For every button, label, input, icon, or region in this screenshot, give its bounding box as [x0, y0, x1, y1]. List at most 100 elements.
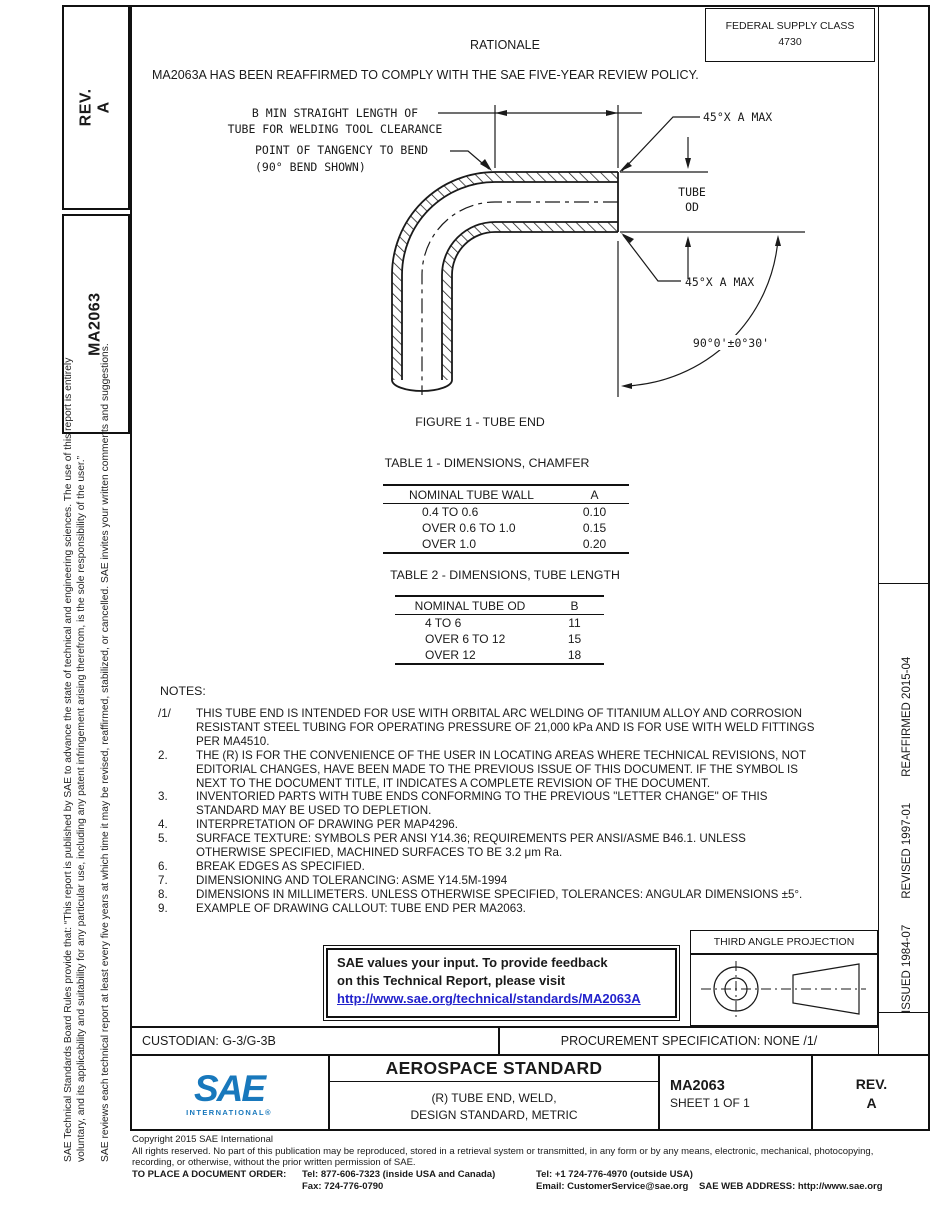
table1-r1c2: 0.10	[582, 505, 607, 519]
feedback-link[interactable]: http://www.sae.org/technical/standards/M…	[337, 991, 641, 1007]
sae-logo: SAE INTERNATIONAL®	[130, 1056, 330, 1131]
list-item: 8. DIMENSIONS IN MILLIMETERS. UNLESS OTH…	[158, 888, 858, 902]
standard-subtitle-line1: (R) TUBE END, WELD,	[431, 1091, 557, 1106]
main-frame	[130, 5, 930, 1131]
table1-r2c2: 0.15	[582, 521, 607, 535]
procurement-cell: PROCUREMENT SPECIFICATION: NONE /1/	[560, 1034, 818, 1048]
revision-history-strip: ISSUED 1984-07 REVISED 1997-01 REAFFIRME…	[885, 593, 929, 1013]
copyright-line2: All rights reserved. No part of this pub…	[132, 1145, 874, 1157]
table1-r3c1: OVER 1.0	[422, 537, 477, 551]
note-2-number: 2.	[158, 748, 168, 762]
label-chamfer-top: 45°X A MAX	[703, 110, 772, 124]
title-block: SAE INTERNATIONAL® AEROSPACE STANDARD (R…	[130, 1054, 930, 1131]
list-item: /1/ THIS TUBE END IS INTENDED FOR USE WI…	[158, 707, 858, 749]
label-tube: TUBE	[678, 185, 706, 199]
standard-subtitle-line2: DESIGN STANDARD, METRIC	[410, 1107, 578, 1122]
table1-r2c1: OVER 0.6 TO 1.0	[422, 521, 516, 535]
right-margin-strip: ISSUED 1984-07 REVISED 1997-01 REAFFIRME…	[878, 5, 930, 1054]
table-row: OVER 0.6 TO 1.0 0.15	[383, 520, 629, 536]
table2-r2c1: OVER 6 TO 12	[425, 632, 506, 646]
dimension-arrowheads	[480, 110, 781, 389]
rev-box: REV. A	[62, 5, 130, 210]
table1-r1c1: 0.4 TO 0.6	[422, 505, 479, 519]
order-label: TO PLACE A DOCUMENT ORDER:	[132, 1169, 287, 1181]
rationale-text: MA2063A HAS BEEN REAFFIRMED TO COMPLY WI…	[152, 68, 699, 82]
customer-email: Email: CustomerService@sae.org	[536, 1180, 689, 1192]
note-2-text: THE (R) IS FOR THE CONVENIENCE OF THE US…	[196, 748, 807, 790]
label-tangency-line2: (90° BEND SHOWN)	[255, 160, 366, 174]
table-row: OVER 1.0 0.20	[383, 536, 629, 552]
table1: NOMINAL TUBE WALL A 0.4 TO 0.6 0.10 OVER…	[383, 484, 629, 554]
table1-caption: TABLE 1 - DIMENSIONS, CHAMFER	[384, 456, 590, 470]
table-row: 4 TO 6 11	[395, 615, 604, 631]
reaffirmed-date: REAFFIRMED 2015-04	[901, 656, 913, 777]
note-8-number: 8.	[158, 887, 168, 901]
note-3-number: 3.	[158, 790, 168, 804]
note-5-number: 5.	[158, 832, 168, 846]
issued-date: ISSUED 1984-07	[901, 924, 913, 1013]
label-bend-angle: 90°0'±0°30'	[693, 336, 769, 350]
note-4-text: INTERPRETATION OF DRAWING PER MAP4296.	[196, 818, 458, 832]
doc-number-box: MA2063	[62, 214, 130, 434]
feedback-line2: on this Technical Report, please visit	[337, 973, 566, 989]
list-item: 3. INVENTORIED PARTS WITH TUBE ENDS CONF…	[158, 790, 858, 818]
left-disclaimer: SAE Technical Standards Board Rules prov…	[62, 222, 132, 1162]
third-angle-projection-label: THIRD ANGLE PROJECTION	[691, 931, 877, 955]
note-7-number: 7.	[158, 873, 168, 887]
label-b-dimension-line1: B MIN STRAIGHT LENGTH OF	[252, 106, 418, 120]
table1-col2-header: A	[590, 487, 599, 502]
angle-label-mask	[673, 335, 791, 350]
note-1-text: THIS TUBE END IS INTENDED FOR USE WITH O…	[196, 707, 815, 748]
copyright-line1: Copyright 2015 SAE International	[132, 1134, 274, 1145]
order-info-row1: TO PLACE A DOCUMENT ORDER: Tel: 877-606-…	[132, 1169, 932, 1181]
table2-r3c2: 18	[567, 648, 582, 662]
list-item: 7. DIMENSIONING AND TOLERANCING: ASME Y1…	[158, 874, 858, 888]
list-item: 2. THE (R) IS FOR THE CONVENIENCE OF THE…	[158, 749, 858, 791]
list-item: 9. EXAMPLE OF DRAWING CALLOUT: TUBE END …	[158, 902, 858, 916]
custodian-row: CUSTODIAN: G-3/G-3B PROCUREMENT SPECIFIC…	[130, 1026, 878, 1054]
third-angle-projection-symbol	[701, 961, 866, 1017]
table2-r1c1: 4 TO 6	[425, 616, 462, 630]
revised-date: REVISED 1997-01	[901, 802, 913, 899]
order-info-row2: Fax: 724-776-0790 Email: CustomerService…	[132, 1181, 932, 1193]
feedback-line1: SAE values your input. To provide feedba…	[337, 955, 608, 970]
dimension-lines	[438, 105, 805, 397]
fsc-label: FEDERAL SUPPLY CLASS	[725, 20, 855, 33]
table1-header-row: NOMINAL TUBE WALL A	[383, 486, 629, 504]
fsc-value: 4730	[778, 36, 802, 48]
table-row: 0.4 TO 0.6 0.10	[383, 504, 629, 520]
list-item: 4. INTERPRETATION OF DRAWING PER MAP4296…	[158, 818, 858, 832]
revision-label: REV.	[855, 1076, 888, 1093]
table1-r3c2: 0.20	[582, 537, 607, 551]
note-3-text: INVENTORIED PARTS WITH TUBE ENDS CONFORM…	[196, 790, 768, 818]
table2-header-row: NOMINAL TUBE OD B	[395, 597, 604, 615]
rev-value: A	[96, 101, 113, 114]
figure1-caption: FIGURE 1 - TUBE END	[415, 415, 545, 429]
note-9-number: 9.	[158, 901, 168, 915]
document-number-cell: MA2063 SHEET 1 OF 1	[660, 1056, 813, 1131]
table1-col1-header: NOMINAL TUBE WALL	[409, 487, 534, 502]
rev-label: REV.	[77, 88, 95, 127]
label-tangency-line1: POINT OF TANGENCY TO BEND	[255, 143, 428, 157]
copyright-block: Copyright 2015 SAE International All rig…	[132, 1134, 932, 1192]
label-chamfer-bottom: 45°X A MAX	[685, 275, 754, 289]
federal-supply-class-box: FEDERAL SUPPLY CLASS 4730	[705, 8, 875, 62]
copyright-line3: recording, or otherwise, without the pri…	[132, 1157, 416, 1169]
note-6-number: 6.	[158, 859, 168, 873]
fax-number: Fax: 724-776-0790	[302, 1180, 384, 1192]
phone-outside-usa: Tel: +1 724-776-4970 (outside USA)	[536, 1169, 693, 1181]
standard-title-cell: AEROSPACE STANDARD (R) TUBE END, WELD, D…	[330, 1056, 660, 1131]
figure1-tube-end-drawing: B MIN STRAIGHT LENGTH OF TUBE FOR WELDIN…	[228, 105, 805, 397]
note-6-text: BREAK EDGES AS SPECIFIED.	[196, 859, 365, 873]
document-number: MA2063	[670, 1077, 725, 1094]
feedback-box: SAE values your input. To provide feedba…	[323, 945, 680, 1021]
rationale-heading: RATIONALE	[470, 38, 540, 52]
custodian-cell: CUSTODIAN: G-3/G-3B	[130, 1028, 500, 1054]
note-4-number: 4.	[158, 818, 168, 832]
tube-wall-hatching	[392, 172, 618, 380]
third-angle-projection-box: THIRD ANGLE PROJECTION	[690, 930, 878, 1026]
sae-logo-text: SAE	[193, 1068, 266, 1109]
sae-web-address: SAE WEB ADDRESS: http://www.sae.org	[699, 1180, 883, 1192]
note-5-text: SURFACE TEXTURE: SYMBOLS PER ANSI Y14.36…	[196, 832, 746, 860]
standard-type: AEROSPACE STANDARD	[330, 1056, 658, 1082]
